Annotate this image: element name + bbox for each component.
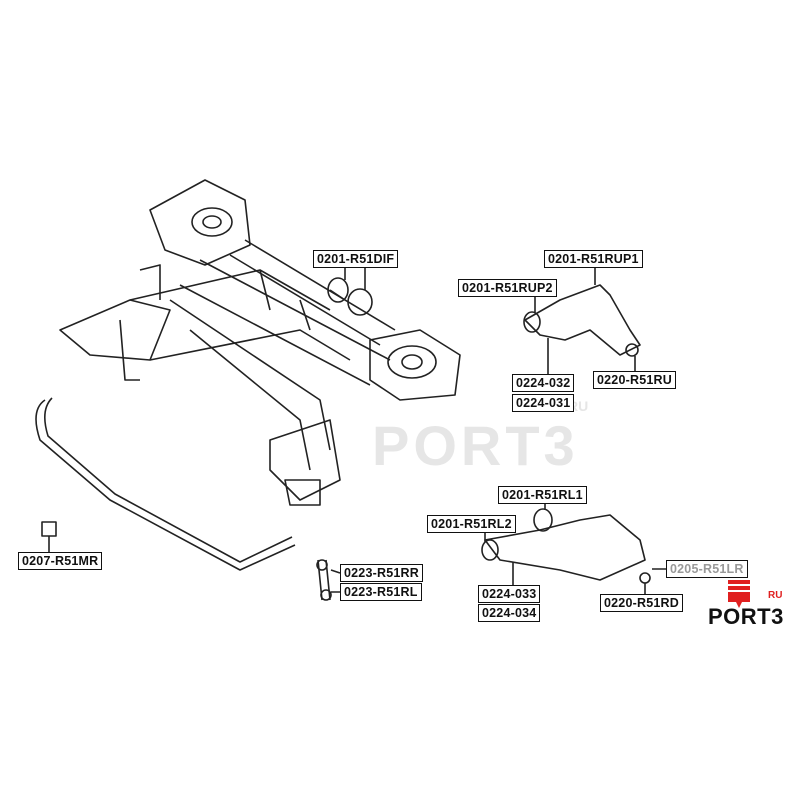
part-label-upper-arm-032[interactable]: 0224-032 <box>512 374 575 392</box>
part-label-upper-arm-031[interactable]: 0224-031 <box>512 394 575 412</box>
part-label-lower-arm-034[interactable]: 0224-034 <box>478 604 541 622</box>
watermark: PORT3 <box>372 414 579 477</box>
stabilizer-link <box>316 559 341 601</box>
part-label-upper-arm-bushing-1[interactable]: 0201-R51RUP1 <box>544 250 643 268</box>
lower-control-arm <box>481 504 666 594</box>
part-label-differential-bushing[interactable]: 0201-R51DIF <box>313 250 399 268</box>
part-label-lower-arm-bushing-1[interactable]: 0201-R51RL1 <box>498 486 587 504</box>
port3-logo-icon <box>728 580 750 608</box>
stabilizer-bar <box>35 397 296 571</box>
logo-suffix: RU <box>768 590 783 601</box>
part-label-stabilizer-bushing[interactable]: 0207-R51MR <box>18 552 103 570</box>
differential-bushings <box>327 268 373 316</box>
rear-subframe <box>59 179 461 506</box>
logo-text: PORT3 <box>708 604 784 629</box>
part-label-upper-ball-joint[interactable]: 0220-R51RU <box>593 371 676 389</box>
upper-control-arm <box>523 268 641 374</box>
part-label-stabilizer-link-left[interactable]: 0223-R51RL <box>340 583 422 601</box>
part-label-upper-arm-bushing-2[interactable]: 0201-R51RUP2 <box>458 279 557 297</box>
part-label-lower-ball-joint[interactable]: 0220-R51RD <box>600 594 683 612</box>
part-label-lower-arm-033[interactable]: 0224-033 <box>478 585 541 603</box>
part-label-lower-link[interactable]: 0205-R51LR <box>666 560 748 578</box>
part-label-lower-arm-bushing-2[interactable]: 0201-R51RL2 <box>427 515 516 533</box>
part-label-stabilizer-link-right[interactable]: 0223-R51RR <box>340 564 423 582</box>
